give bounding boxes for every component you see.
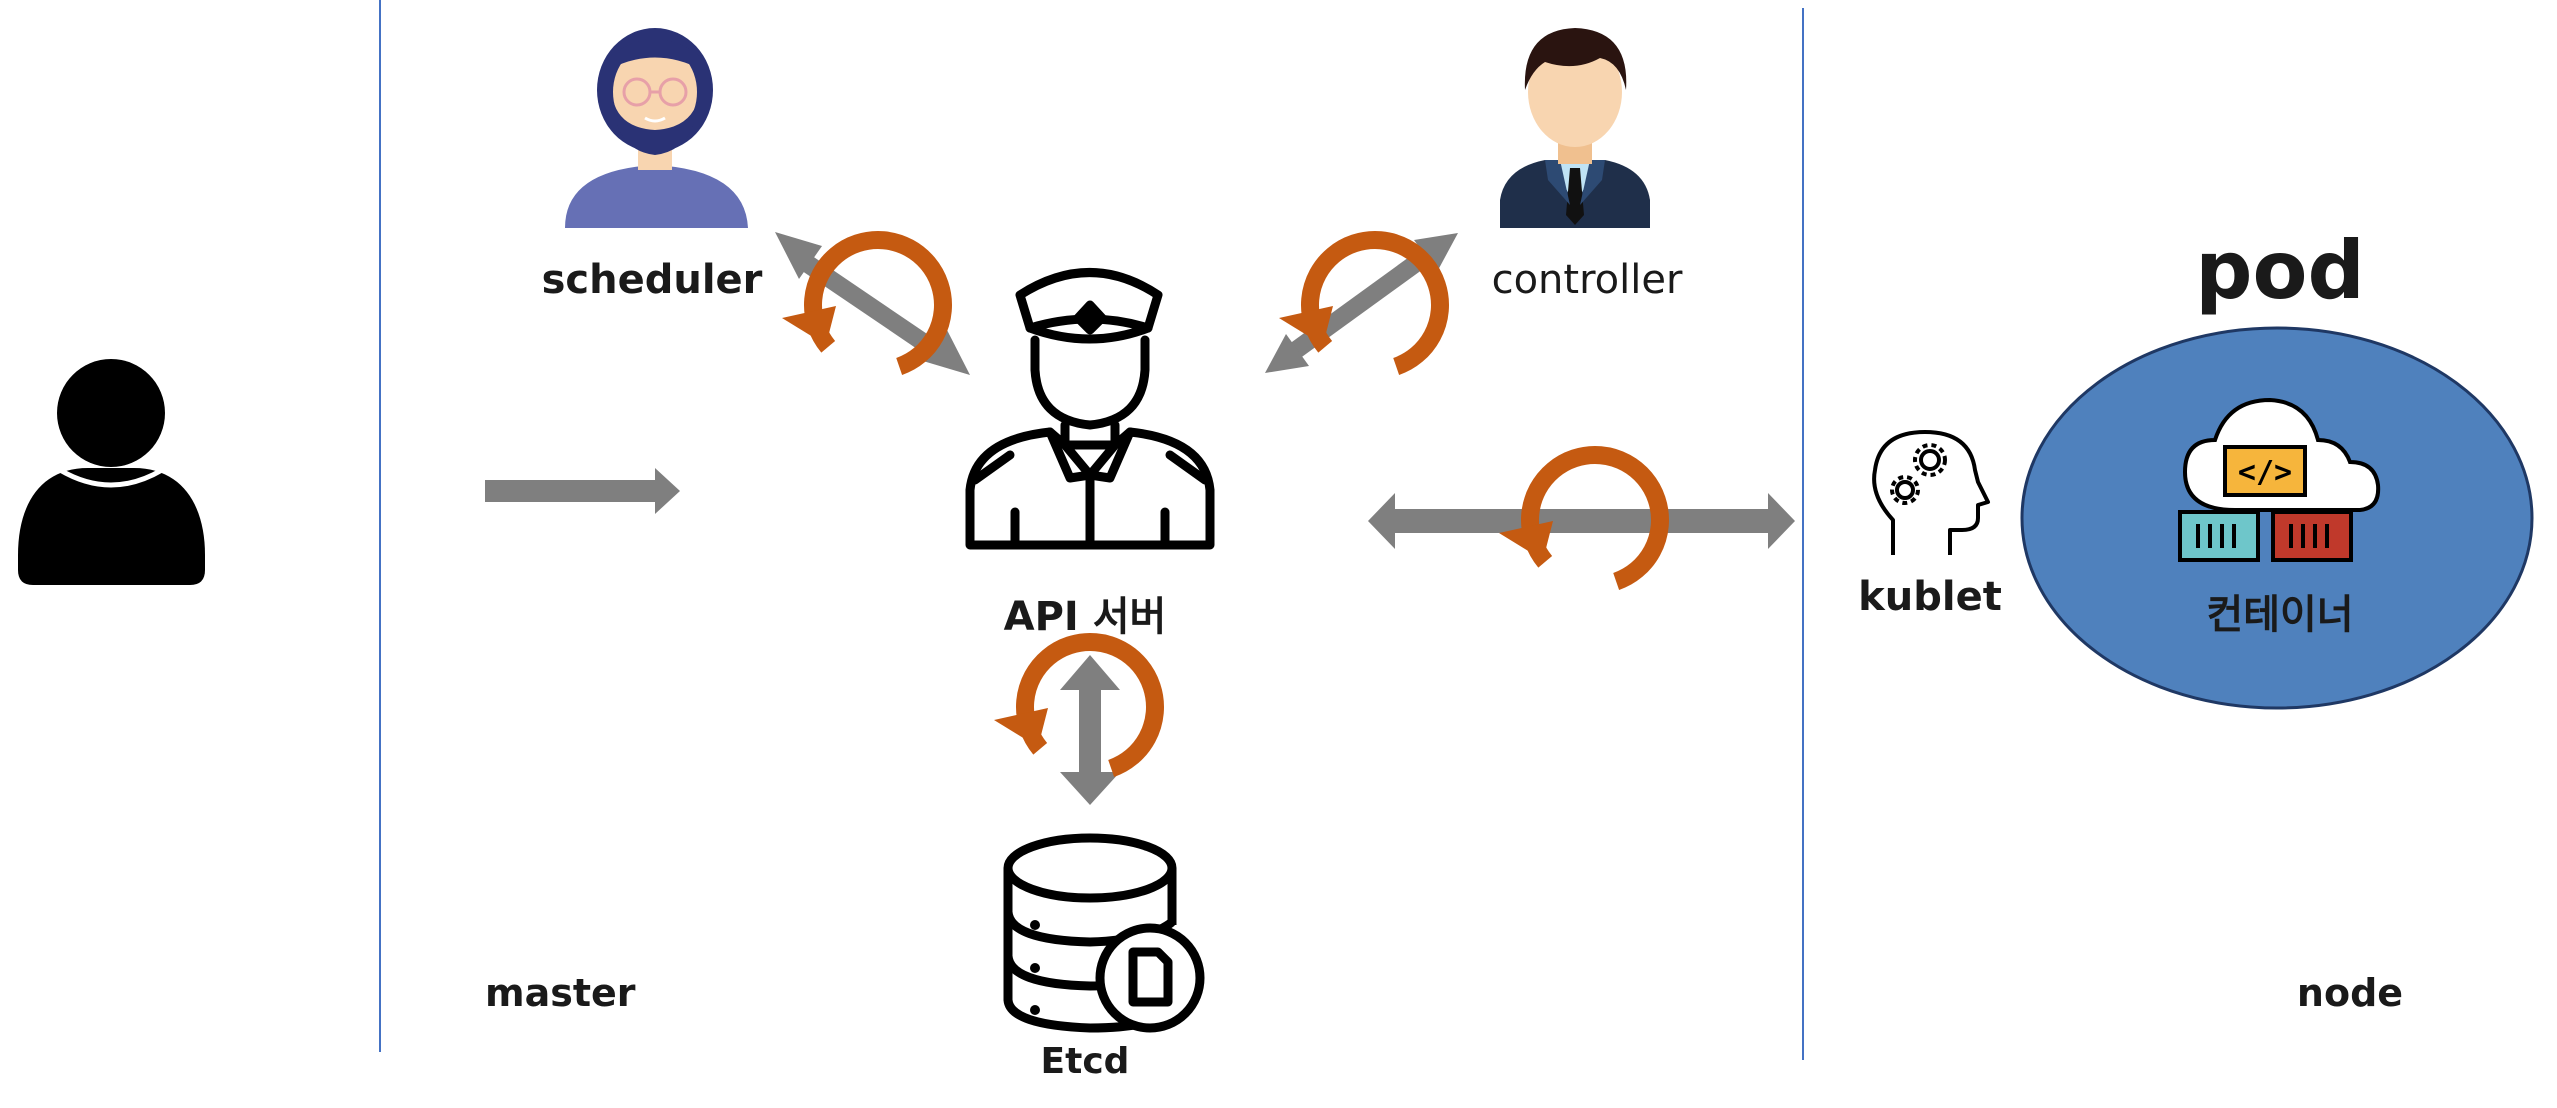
api-etcd-arrow bbox=[1060, 655, 1120, 805]
master-label: master bbox=[485, 971, 636, 1015]
user-to-api-arrow bbox=[485, 468, 680, 514]
api-server-label: API 서버 bbox=[1004, 594, 1167, 640]
node-cycle-icon bbox=[1499, 446, 1670, 594]
scheduler-label: scheduler bbox=[542, 257, 763, 303]
scheduler-avatar bbox=[565, 28, 748, 228]
svg-text:</>: </> bbox=[2238, 455, 2292, 490]
scheduler-cycle-icon bbox=[782, 231, 953, 379]
container-cloud-icon: </> bbox=[2178, 397, 2381, 562]
controller-avatar bbox=[1500, 28, 1650, 228]
api-node-arrow bbox=[1368, 493, 1795, 549]
kublet-brain-gear-icon bbox=[1872, 430, 1990, 555]
etcd-label: Etcd bbox=[1041, 1041, 1130, 1082]
container-label: 컨테이너 bbox=[2206, 592, 2353, 638]
controller-label: controller bbox=[1492, 257, 1683, 303]
node-label: node bbox=[2297, 971, 2403, 1015]
pod-title: pod bbox=[2195, 224, 2365, 317]
api-server-officer-icon bbox=[965, 268, 1215, 550]
kublet-label: kublet bbox=[1858, 574, 2002, 620]
etcd-cycle-icon bbox=[994, 633, 1164, 781]
user-icon bbox=[18, 359, 205, 585]
etcd-database-icon bbox=[1003, 833, 1205, 1033]
